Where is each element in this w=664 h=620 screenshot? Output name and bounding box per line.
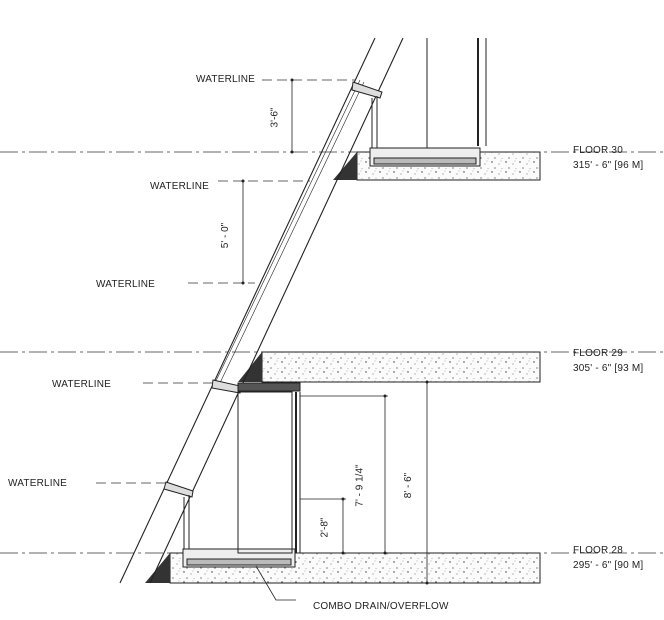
floor-28-name: FLOOR 28 xyxy=(573,545,623,556)
dimension-lines xyxy=(242,80,428,583)
waterline-label: WATERLINE xyxy=(96,279,156,290)
dim-7-9: 7' - 9 1/4" xyxy=(354,464,366,507)
floor-29-elevation: 305' - 6" [93 M] xyxy=(573,363,644,374)
waterline-label: WATERLINE xyxy=(8,478,68,489)
floor-30-elevation: 315' - 6" [96 M] xyxy=(573,160,644,171)
brackets xyxy=(163,81,383,550)
waterline-leaders xyxy=(96,79,355,484)
planter-trays xyxy=(182,147,481,568)
waterline-label: WATERLINE xyxy=(52,379,112,390)
drain-leader xyxy=(255,565,296,601)
waterline-label: WATERLINE xyxy=(150,181,210,192)
dimension-ticks xyxy=(241,78,429,585)
slab-29 xyxy=(261,351,541,383)
dim-2-8: 2'-8" xyxy=(319,517,331,538)
floor-29-name: FLOOR 29 xyxy=(573,348,623,359)
combo-drain-callout: COMBO DRAIN/OVERFLOW xyxy=(313,601,449,612)
floor-30-name: FLOOR 30 xyxy=(573,145,623,156)
slab-28 xyxy=(169,552,541,584)
floor-28-elevation: 295' - 6" [90 M] xyxy=(573,560,644,571)
slabs xyxy=(169,151,541,584)
walls xyxy=(237,38,487,554)
dim-5-0: 5' - 0" xyxy=(220,222,232,249)
waterline-label: WATERLINE xyxy=(196,74,256,85)
dim-3-6: 3'-6" xyxy=(269,107,281,128)
dim-8-6: 8' - 6" xyxy=(403,472,415,499)
